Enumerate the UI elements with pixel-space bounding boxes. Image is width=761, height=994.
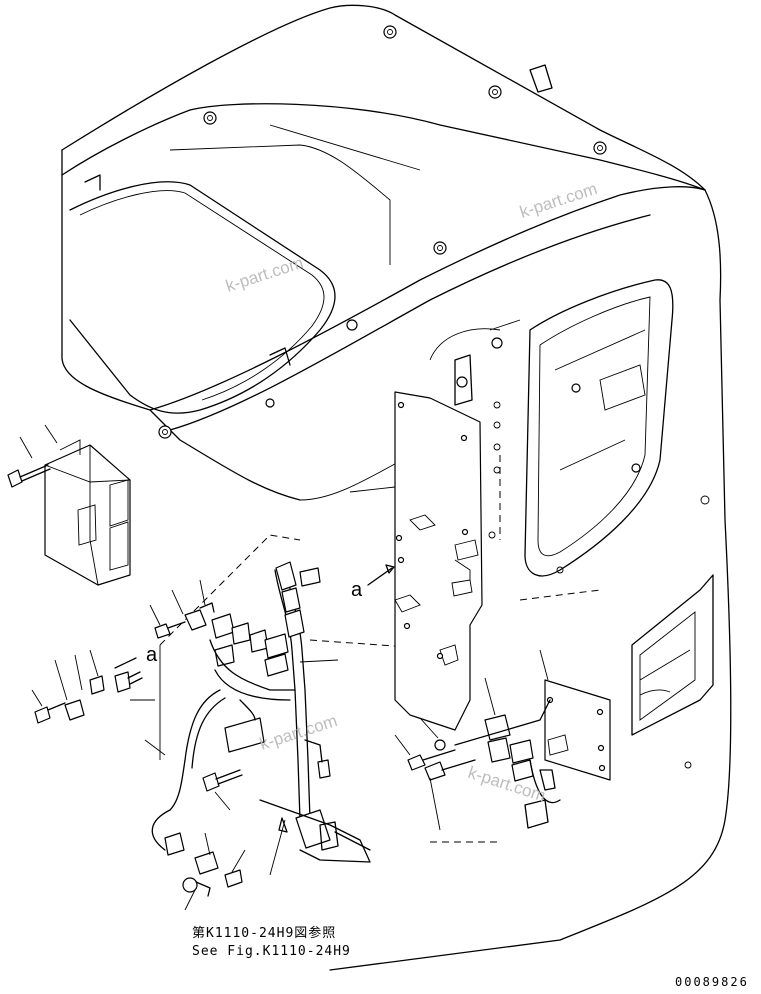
watermark-2: k-part.com bbox=[223, 253, 305, 296]
reference-note-english: See Fig.K1110-24H9 bbox=[192, 944, 351, 959]
cab-body bbox=[61, 4, 732, 971]
watermark-3: k-part.com bbox=[257, 711, 339, 754]
reference-mark-right: a bbox=[351, 579, 363, 601]
reference-note-japanese: 第K1110-24H9図参照 bbox=[192, 925, 336, 941]
watermark-4: k-part.com bbox=[466, 763, 548, 806]
wiring-harness bbox=[151, 561, 371, 911]
reference-mark-group: a a bbox=[114, 564, 395, 669]
relay-bracket bbox=[394, 649, 611, 843]
serial-number: 00089826 bbox=[675, 975, 749, 989]
reference-mark-left: a bbox=[146, 644, 158, 666]
mounting-plate bbox=[349, 391, 483, 731]
watermark-1: k-part.com bbox=[517, 179, 599, 222]
small-components bbox=[31, 579, 215, 760]
controller-unit bbox=[7, 424, 131, 586]
